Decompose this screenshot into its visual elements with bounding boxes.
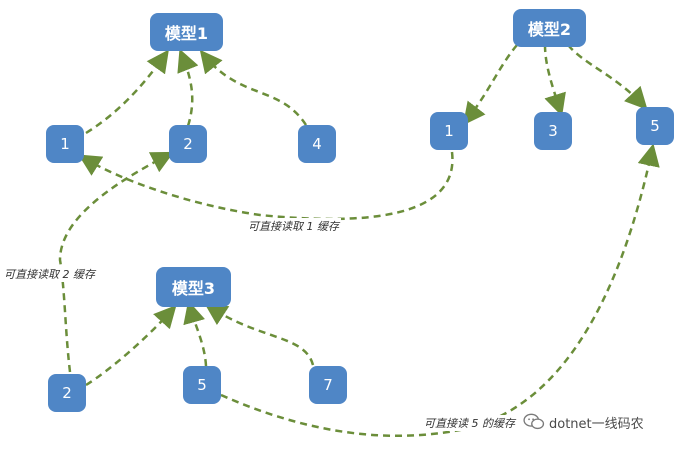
model3-node-7[interactable]: 7 [309, 366, 347, 404]
edge-model2-m2n1 [462, 44, 518, 126]
model2-node[interactable]: 模型2 [513, 9, 586, 47]
model3-node-2[interactable]: 2 [48, 374, 86, 412]
model2-node-3[interactable]: 3 [534, 112, 572, 150]
wechat-icon [523, 413, 545, 430]
edge-m3n2-model3 [85, 304, 177, 387]
cache-5-label: 可直接读 5 的缓存 [422, 415, 517, 431]
edge-m3n7-model3 [204, 303, 315, 366]
edge-m1n4-model1 [199, 49, 308, 126]
edge-m3n5-model3 [183, 300, 208, 367]
edge-cache-5 [220, 143, 660, 438]
edge-model2-m2n5 [567, 44, 648, 110]
cache-1-label: 可直接读取 1 缓存 [246, 218, 341, 234]
model2-node-1[interactable]: 1 [430, 112, 468, 150]
edge-cache-2 [58, 151, 174, 373]
edge-cache-1 [78, 151, 454, 221]
model2-node-5[interactable]: 5 [636, 107, 674, 145]
model3-node-5[interactable]: 5 [183, 366, 221, 404]
cache-2-label: 可直接读取 2 缓存 [2, 266, 97, 282]
edge-m1n2-model1 [177, 48, 199, 127]
watermark: dotnet一线码农 [523, 411, 644, 433]
model1-node-2[interactable]: 2 [169, 125, 207, 163]
model1-node-4[interactable]: 4 [298, 125, 336, 163]
watermark-text: dotnet一线码农 [549, 416, 644, 432]
model1-node-1[interactable]: 1 [46, 125, 84, 163]
edge-model2-m2n3 [543, 44, 566, 117]
model3-node[interactable]: 模型3 [156, 267, 231, 307]
edge-m1n1-model1 [85, 49, 169, 135]
model1-node[interactable]: 模型1 [150, 13, 223, 51]
